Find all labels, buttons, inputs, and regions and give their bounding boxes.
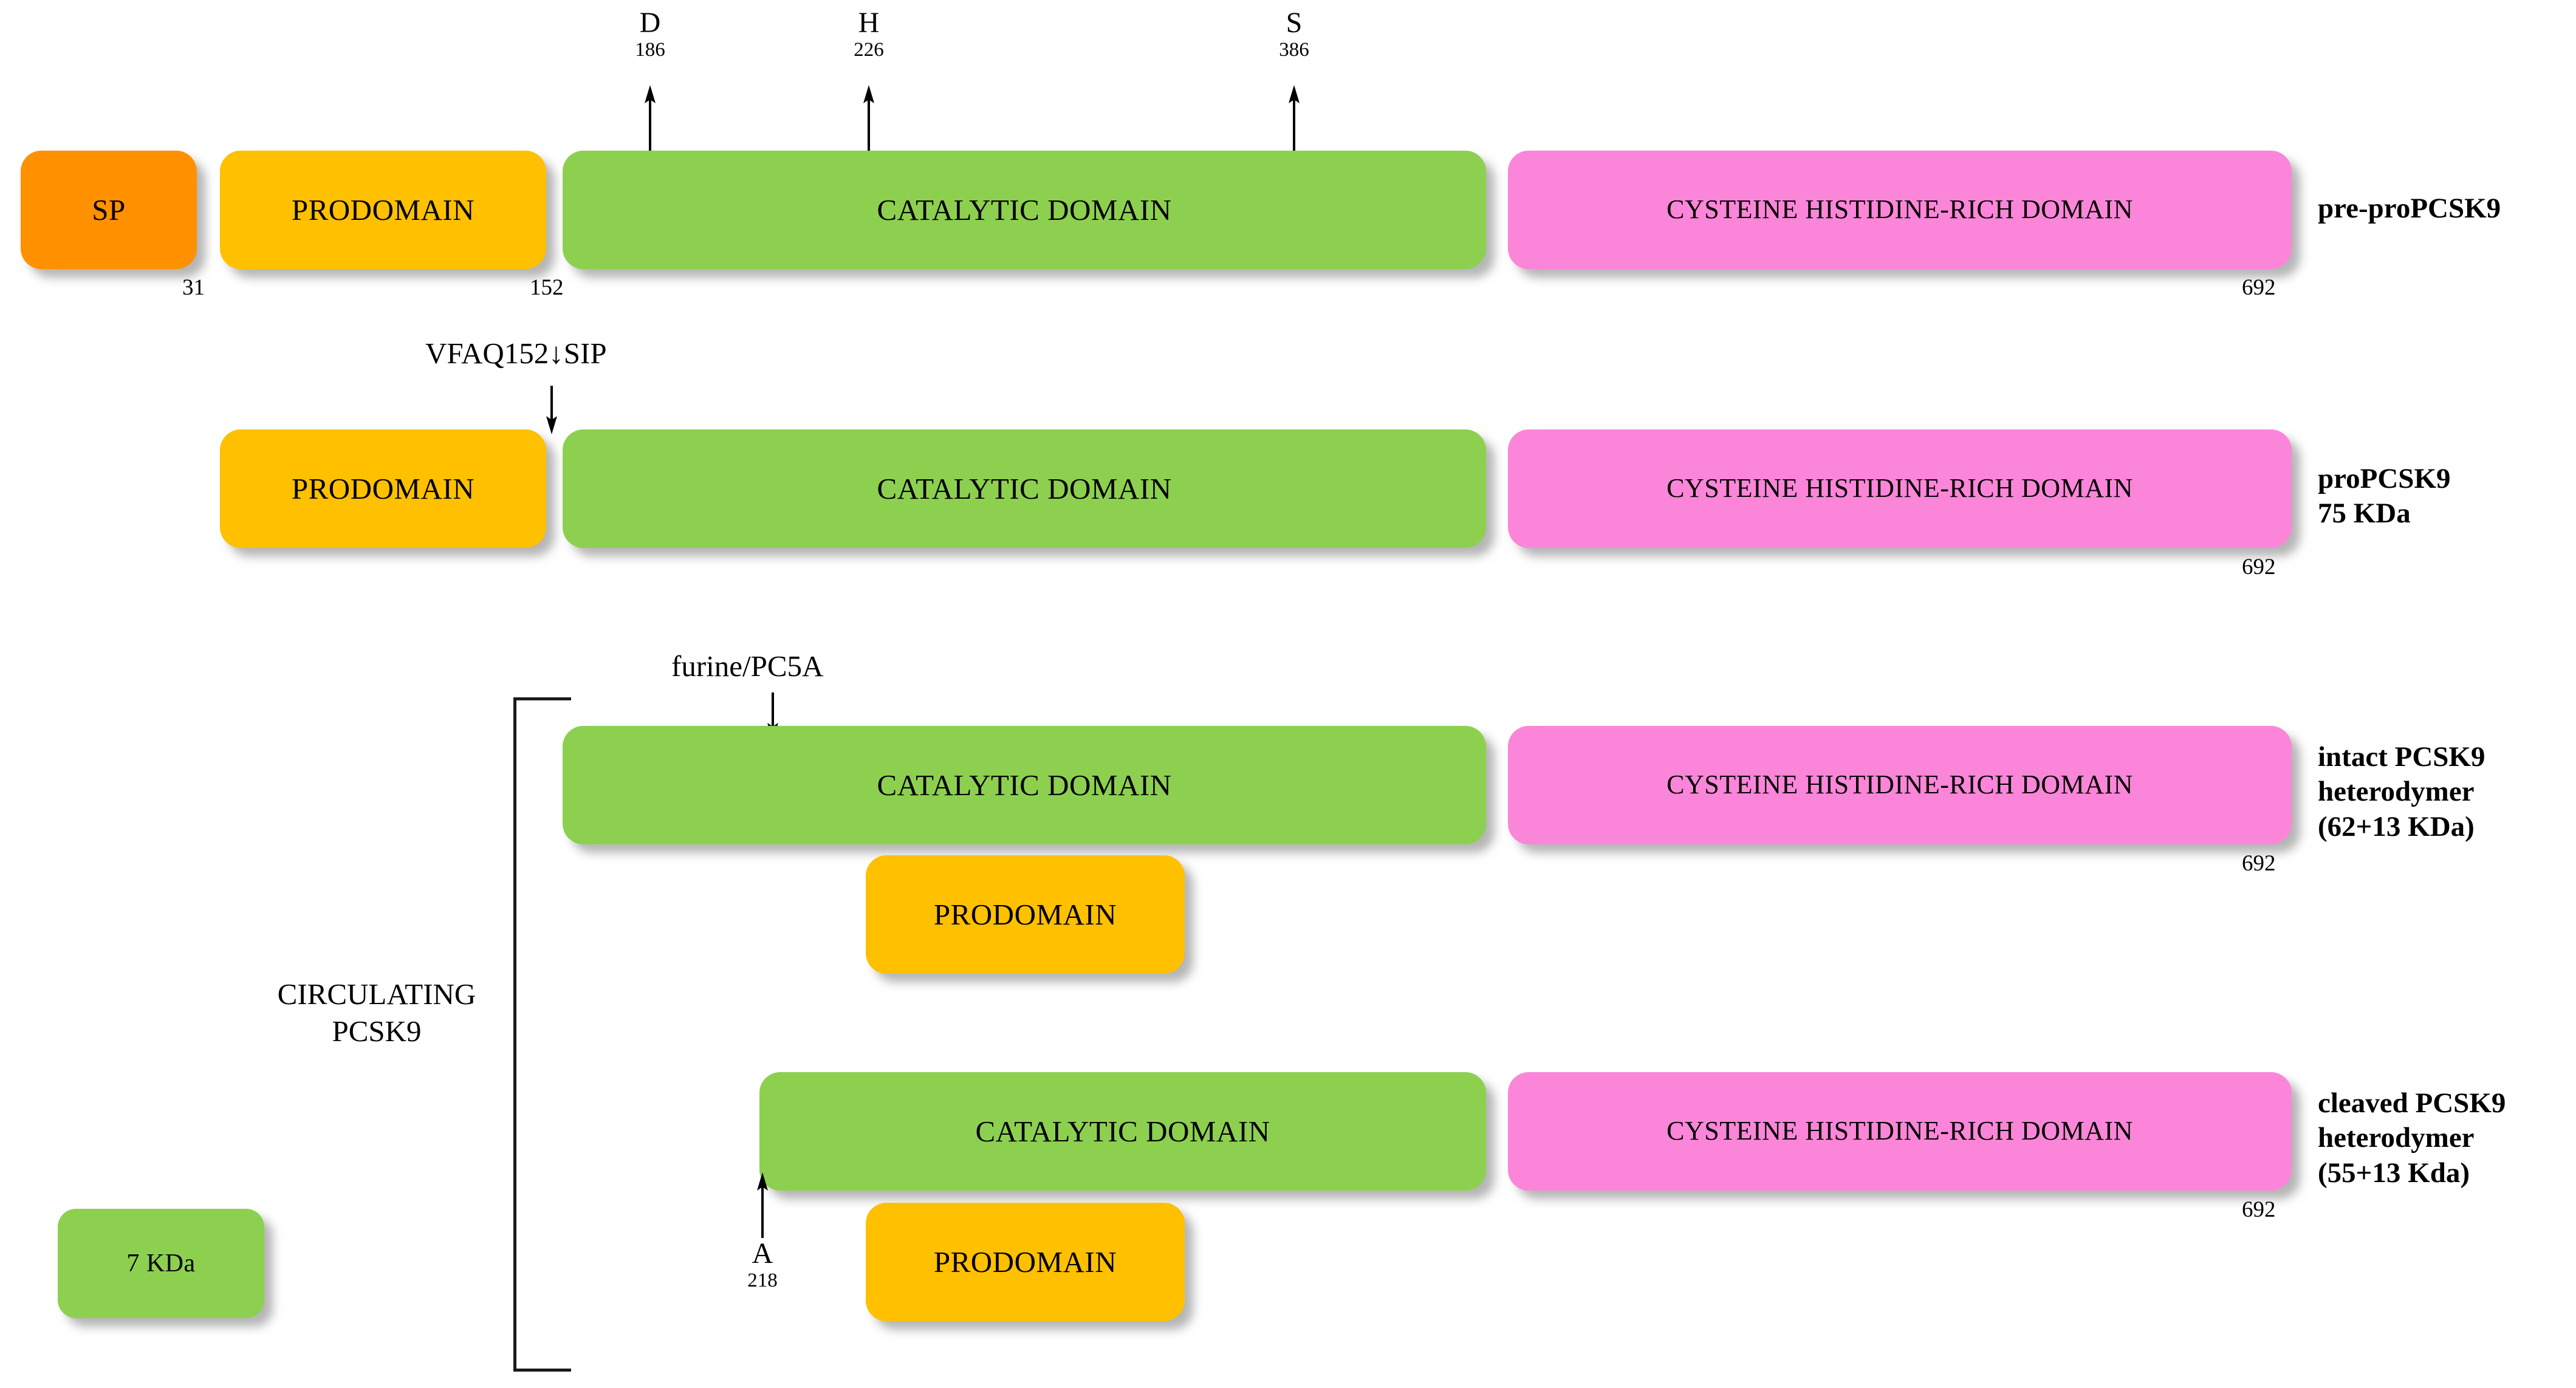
annotation-vfaq-cleavage: VFAQ152↓SIP [425, 337, 607, 370]
site-marker-h226-position: 226 [854, 39, 884, 61]
block-label-chrd-row4: CYSTEINE HISTIDINE-RICH DOMAIN [1667, 1116, 2133, 1146]
block-prodomain-row1[interactable]: PRODOMAIN [220, 151, 546, 269]
block-7kda-fragment[interactable]: 7 KDa [58, 1209, 264, 1318]
arrow-d186-icon [645, 85, 656, 157]
block-label-sp: SP [92, 193, 126, 227]
caption-intact-line1: intact PCSK9 [2318, 741, 2485, 773]
site-marker-s386-residue: S [1286, 7, 1303, 39]
block-label-chrd-row3: CYSTEINE HISTIDINE-RICH DOMAIN [1667, 770, 2133, 800]
block-label-prodomain-row3: PRODOMAIN [933, 897, 1117, 931]
caption-intact-line2: heterodymer [2318, 776, 2475, 808]
caption-propcsk9: proPCSK9 75 KDa [2318, 462, 2451, 532]
arrow-a218-up-icon [757, 1172, 768, 1238]
caption-intact-line3: (62+13 KDa) [2318, 810, 2475, 843]
caption-cleaved-line1: cleaved PCSK9 [2318, 1087, 2506, 1119]
residue-number-31: 31 [182, 275, 205, 300]
block-catalytic-domain-row4[interactable]: CATALYTIC DOMAIN [759, 1072, 1486, 1191]
block-prodomain-row4[interactable]: PRODOMAIN [866, 1203, 1185, 1321]
block-chrd-row2[interactable]: CYSTEINE HISTIDINE-RICH DOMAIN [1508, 429, 2292, 548]
caption-pre-propcsk9: pre-proPCSK9 [2318, 191, 2501, 226]
caption-propcsk9-line1: proPCSK9 [2318, 463, 2451, 494]
block-catalytic-domain-row3[interactable]: CATALYTIC DOMAIN [563, 726, 1486, 844]
site-marker-a218: A 218 [726, 1239, 799, 1293]
annotation-furine-pc5a: furine/PC5A [671, 649, 824, 683]
caption-pre-propcsk9-line1: pre-proPCSK9 [2318, 193, 2501, 224]
block-catalytic-domain-row2[interactable]: CATALYTIC DOMAIN [563, 429, 1486, 548]
site-marker-h226-residue: H [858, 7, 880, 39]
block-label-chrd-row1: CYSTEINE HISTIDINE-RICH DOMAIN [1667, 194, 2133, 225]
residue-number-692-row2: 692 [2242, 555, 2276, 579]
block-prodomain-row3[interactable]: PRODOMAIN [866, 855, 1185, 974]
caption-cleaved-pcsk9-heterodymer: cleaved PCSK9 heterodymer (55+13 Kda) [2318, 1086, 2506, 1191]
block-prodomain-row2[interactable]: PRODOMAIN [220, 429, 546, 548]
block-label-prodomain-row4: PRODOMAIN [933, 1245, 1117, 1279]
caption-intact-pcsk9-heterodymer: intact PCSK9 heterodymer (62+13 KDa) [2318, 740, 2485, 844]
arrow-vfaq-down-icon [546, 386, 557, 434]
caption-cleaved-line2: heterodymer [2318, 1122, 2475, 1154]
residue-number-692-row1: 692 [2242, 275, 2276, 300]
site-marker-d186: D 186 [614, 9, 687, 63]
residue-number-692-row4: 692 [2242, 1197, 2276, 1222]
site-marker-s386-position: 386 [1279, 39, 1309, 61]
block-label-catalytic-row2: CATALYTIC DOMAIN [877, 471, 1172, 505]
circulating-pcsk9-label-line1: CIRCULATING [277, 977, 476, 1011]
block-label-catalytic-row3: CATALYTIC DOMAIN [877, 768, 1172, 802]
site-marker-d186-position: 186 [635, 39, 665, 61]
residue-number-692-row3: 692 [2242, 851, 2276, 876]
arrow-h226-icon [863, 85, 874, 157]
circulating-pcsk9-label: CIRCULATING PCSK9 [243, 976, 510, 1050]
block-chrd-row3[interactable]: CYSTEINE HISTIDINE-RICH DOMAIN [1508, 726, 2292, 844]
site-marker-a218-position: 218 [747, 1270, 778, 1291]
arrow-s386-icon [1289, 85, 1300, 157]
block-label-prodomain-row2: PRODOMAIN [291, 471, 475, 505]
caption-cleaved-line3: (55+13 Kda) [2318, 1157, 2470, 1189]
block-label-catalytic-row1: CATALYTIC DOMAIN [877, 193, 1172, 227]
circulating-pcsk9-bracket [513, 697, 571, 1372]
caption-propcsk9-line2: 75 KDa [2318, 497, 2411, 530]
site-marker-s386: S 386 [1258, 9, 1331, 63]
residue-number-152-row1: 152 [530, 275, 564, 300]
site-marker-d186-residue: D [639, 7, 661, 39]
block-chrd-row1[interactable]: CYSTEINE HISTIDINE-RICH DOMAIN [1508, 151, 2292, 269]
block-label-chrd-row2: CYSTEINE HISTIDINE-RICH DOMAIN [1667, 473, 2133, 504]
block-label-7kda: 7 KDa [126, 1249, 196, 1277]
block-catalytic-domain-row1[interactable]: CATALYTIC DOMAIN [563, 151, 1486, 269]
site-marker-h226: H 226 [832, 9, 905, 63]
block-label-prodomain-row1: PRODOMAIN [291, 193, 475, 227]
block-chrd-row4[interactable]: CYSTEINE HISTIDINE-RICH DOMAIN [1508, 1072, 2292, 1191]
circulating-pcsk9-label-line2: PCSK9 [332, 1014, 422, 1048]
block-label-catalytic-row4: CATALYTIC DOMAIN [975, 1114, 1270, 1148]
site-marker-a218-residue: A [752, 1237, 773, 1270]
block-signal-peptide-row1[interactable]: SP [21, 151, 197, 269]
